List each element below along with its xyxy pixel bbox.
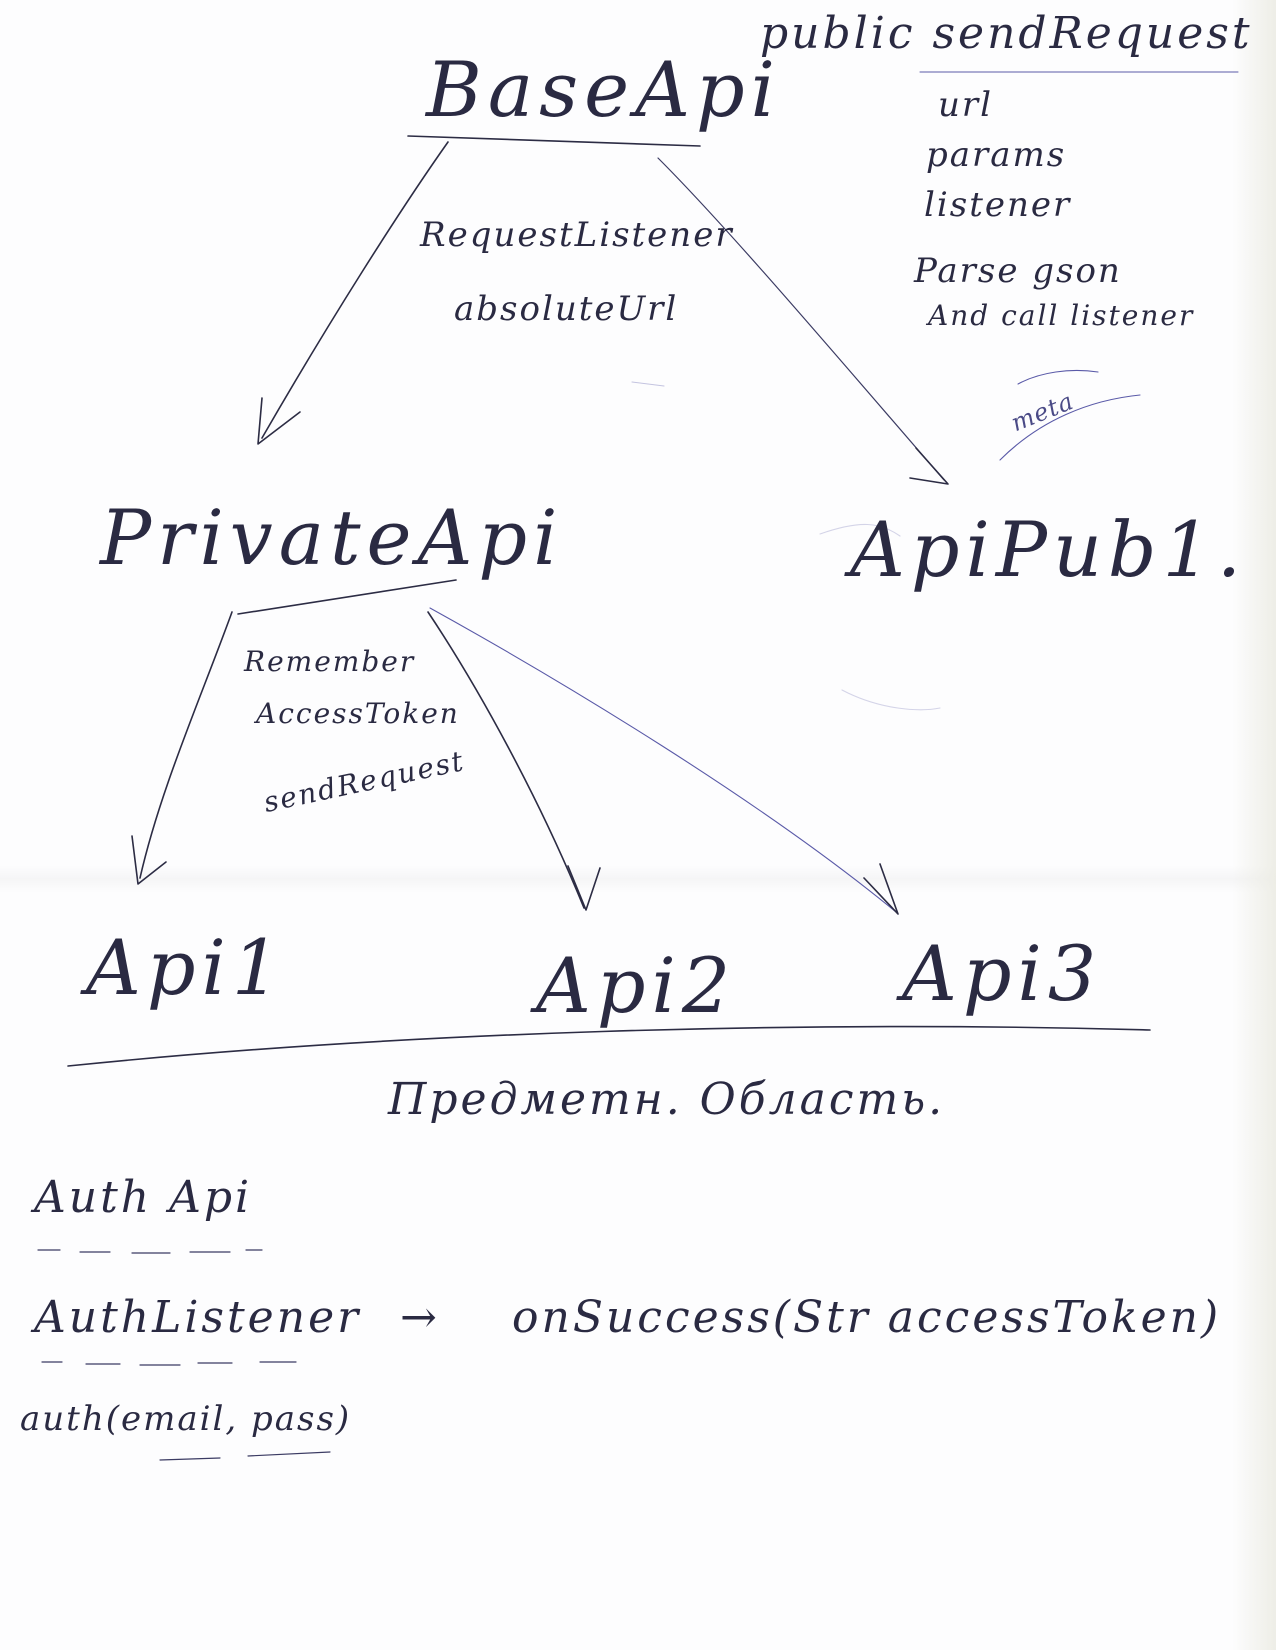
arrowhead-private-to-api1 <box>131 835 167 885</box>
faint-mark-1 <box>631 381 665 387</box>
arrowhead-base-to-private <box>257 397 301 445</box>
param-parse-gson: Parse gson <box>914 251 1122 291</box>
auth-method: auth(email, pass) <box>20 1399 352 1439</box>
api-row-underline <box>67 1025 1151 1067</box>
api1-title: Api1 <box>86 923 287 1012</box>
remember-note: Remember <box>244 645 416 678</box>
arrowhead-private-to-api3 <box>863 863 899 915</box>
api2-title: Api2 <box>536 941 737 1030</box>
auth-arrow: → <box>400 1292 440 1343</box>
param-call-listener: And call listener <box>928 299 1195 332</box>
auth-api-title: Auth Api <box>34 1172 253 1223</box>
arrow-base-to-private <box>261 141 449 439</box>
auth-listener-underline <box>41 1361 297 1366</box>
param-listener: listener <box>924 185 1072 225</box>
request-listener-note: RequestListener <box>420 215 734 255</box>
api-pub1-title: ApiPub1. <box>850 505 1248 594</box>
arrow-private-to-api2 <box>427 611 585 909</box>
meta-stroke <box>999 394 1141 461</box>
paper-edge <box>1232 0 1276 1650</box>
arrow-private-to-api3 <box>429 607 897 913</box>
on-success-callback: onSuccess(Str accessToken) <box>512 1292 1222 1343</box>
api3-title: Api3 <box>902 929 1103 1018</box>
private-api-underline <box>237 579 457 615</box>
auth-title-underline <box>37 1249 263 1254</box>
paper-fold <box>0 865 1276 893</box>
arrowhead-base-to-pub1 <box>909 447 949 485</box>
private-api-title: PrivateApi <box>100 493 564 582</box>
arrowhead-private-to-api2 <box>567 865 601 911</box>
base-api-title: BaseApi <box>426 45 781 134</box>
send-request-header: public sendRequest <box>760 8 1253 59</box>
faint-mark-3 <box>841 689 941 711</box>
base-api-underline <box>407 135 701 147</box>
arrow-base-to-pub1 <box>657 157 945 481</box>
meta-stroke-2 <box>1017 370 1099 385</box>
auth-method-underline <box>159 1451 331 1461</box>
absolute-url-note: absoluteUrl <box>454 289 679 329</box>
param-url: url <box>938 85 994 125</box>
faint-mark-2 <box>819 523 901 537</box>
arrow-private-to-api1 <box>139 611 233 879</box>
param-params: params <box>926 135 1067 175</box>
access-token-note: AccessToken <box>256 697 460 730</box>
domain-area-label: Предметн. Область. <box>388 1074 946 1125</box>
auth-listener: AuthListener <box>34 1292 362 1343</box>
